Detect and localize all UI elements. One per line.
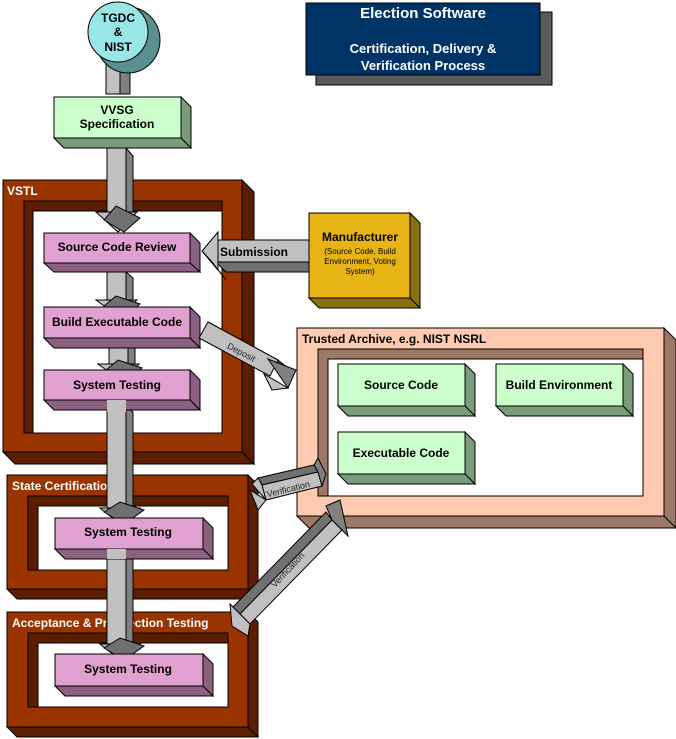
svg-text:Build Executable Code: Build Executable Code	[52, 315, 182, 329]
title-box: Election Software Certification, Deliver…	[305, 2, 553, 86]
trusted-archive-frame: Trusted Archive, e.g. NIST NSRL	[295, 326, 676, 529]
svg-text:Source Code Review: Source Code Review	[58, 240, 177, 254]
manufacturer-box: Manufacturer (Source Code, Build Environ…	[307, 211, 422, 310]
spec-line1: VVSG	[100, 103, 133, 117]
origin-line2: &	[114, 25, 123, 39]
title-sub-line2: Verification Process	[361, 58, 485, 73]
manufacturer-detail-3: System)	[345, 267, 375, 276]
submission-label: Submission	[220, 245, 288, 259]
manufacturer-detail-2: Environment, Voting	[324, 257, 396, 266]
submission-arrow: Submission	[201, 230, 310, 281]
acceptance-step-system-testing: System Testing	[53, 652, 215, 698]
svg-text:Build Environment: Build Environment	[506, 378, 613, 392]
title-main: Election Software	[360, 5, 486, 22]
arrow-state-to-acceptance	[98, 546, 146, 661]
svg-text:System Testing: System Testing	[84, 525, 172, 539]
svg-text:System Testing: System Testing	[84, 662, 172, 676]
archive-title: Trusted Archive, e.g. NIST NSRL	[302, 332, 486, 346]
title-sub-line1: Certification, Delivery &	[350, 41, 497, 56]
archive-item-build-environment: Build Environment	[494, 362, 635, 418]
deposit-arrow: Deposit	[198, 321, 297, 391]
vvsg-specification-box: VVSG Specification	[52, 95, 193, 150]
verification-arrow-acceptance: Verification	[229, 499, 349, 637]
svg-text:System Testing: System Testing	[73, 378, 161, 392]
svg-text:Source Code: Source Code	[364, 378, 438, 392]
svg-text:Executable Code: Executable Code	[353, 446, 450, 460]
state-step-system-testing: System Testing	[53, 516, 215, 561]
arrow-continuations	[107, 400, 126, 559]
spec-line2: Specification	[80, 117, 155, 131]
origin-line3: NIST	[104, 40, 132, 54]
manufacturer-detail-1: (Source Code, Build	[324, 247, 396, 256]
arrow-spec-to-source-review	[94, 146, 141, 233]
manufacturer-title: Manufacturer	[322, 230, 398, 244]
archive-item-executable-code: Executable Code	[336, 430, 477, 486]
vstl-step-source-code-review: Source Code Review	[42, 231, 202, 274]
vstl-step-build-executable-code: Build Executable Code	[42, 305, 202, 350]
state-certification-title: State Certification	[12, 479, 115, 493]
origin-circle: TGDC & NIST	[87, 1, 161, 74]
vstl-title: VSTL	[7, 184, 38, 198]
origin-line1: TGDC	[101, 11, 135, 25]
archive-item-source-code: Source Code	[336, 362, 477, 418]
